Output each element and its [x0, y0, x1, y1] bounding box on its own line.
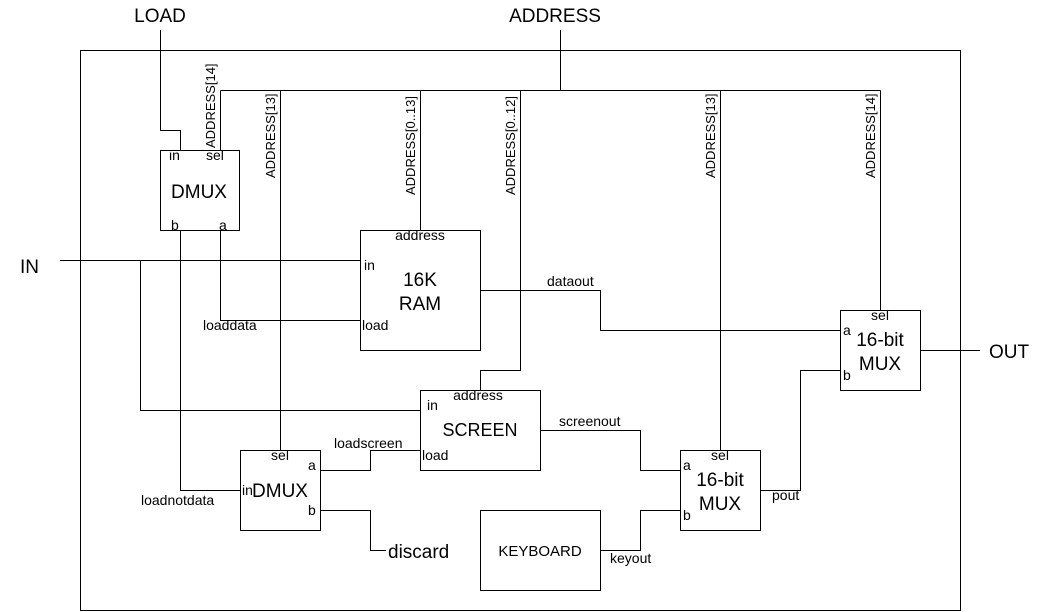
addr-mux-right-sel-label: ADDRESS[14] [863, 93, 878, 178]
wire-in-screen [140, 260, 420, 411]
ram-in-port: in [364, 257, 375, 273]
dmux-top-box [160, 150, 240, 231]
addr-ram-label: ADDRESS[0..13] [403, 96, 418, 195]
mux-right-sel-port: sel [871, 307, 889, 323]
loadnotdata-label: loadnotdata [141, 492, 214, 508]
ram-box [360, 230, 481, 351]
mux-mid-chip: 16-bit MUX sel a b [680, 447, 761, 531]
wire-addr-screen [480, 90, 521, 390]
dmux-top-a-port: a [219, 217, 227, 233]
screen-load-port: load [422, 447, 448, 463]
addr-dmux-top-sel-label: ADDRESS[14] [203, 63, 218, 148]
mux-right-chip: 16-bit MUX sel a b [840, 307, 921, 391]
wire-loaddata [220, 230, 360, 321]
dmux-bottom-b-port: b [308, 502, 316, 518]
wire-pout [760, 370, 840, 491]
dmux-bottom-box [240, 450, 321, 531]
mux-right-title-line1: 16-bit [856, 330, 904, 351]
discard-label: discard [388, 542, 449, 563]
mux-mid-sel-port: sel [711, 447, 729, 463]
ram-chip: 16K RAM address in load [360, 227, 481, 351]
pout-label: pout [772, 487, 799, 503]
mux-mid-title-line2: MUX [699, 494, 742, 515]
wire-keyout [600, 510, 680, 551]
mux-mid-title-line1: 16-bit [696, 470, 744, 491]
loaddata-label: loaddata [203, 317, 257, 333]
dmux-top-chip: DMUX in sel b a [160, 147, 240, 233]
wire-load [160, 30, 181, 150]
mux-right-title-line2: MUX [859, 354, 902, 375]
wire-loadscreen [320, 450, 420, 471]
addr-screen-label: ADDRESS[0..12] [503, 96, 518, 195]
screen-address-port: address [453, 387, 503, 403]
screen-title: SCREEN [442, 420, 517, 440]
mux-mid-a-port: a [683, 457, 691, 473]
mux-right-box [840, 310, 921, 391]
keyboard-box [480, 510, 601, 591]
ram-address-port: address [395, 227, 445, 243]
mux-right-b-port: b [843, 367, 851, 383]
wire-discard [320, 510, 386, 551]
screen-box [420, 390, 541, 471]
in-signal-label: IN [20, 257, 39, 278]
wire-screenout [540, 430, 680, 471]
dmux-top-sel-port: sel [206, 147, 224, 163]
ram-title-line1: 16K [403, 270, 437, 291]
mux-mid-box [680, 450, 761, 531]
keyout-label: keyout [610, 550, 651, 566]
load-signal-label: LOAD [134, 6, 186, 27]
wire-dataout [480, 290, 840, 331]
dataout-label: dataout [547, 273, 594, 289]
memory-chip-frame [80, 50, 961, 611]
dmux-bottom-in-port: in [242, 482, 253, 498]
addr-dmux-bottom-sel-label: ADDRESS[13] [263, 93, 278, 178]
screen-in-port: in [427, 397, 438, 413]
dmux-bottom-sel-port: sel [271, 447, 289, 463]
dmux-bottom-title: DMUX [252, 481, 308, 502]
screen-chip: SCREEN address in load [420, 387, 541, 471]
mux-mid-b-port: b [683, 507, 691, 523]
wire-loadnotdata [180, 230, 240, 491]
out-signal-label: OUT [989, 342, 1030, 363]
keyboard-title: KEYBOARD [498, 543, 582, 560]
ram-title-line2: RAM [399, 294, 441, 315]
keyboard-chip: KEYBOARD [480, 510, 601, 591]
dmux-top-b-port: b [171, 217, 179, 233]
mux-right-a-port: a [843, 322, 851, 338]
dmux-top-title: DMUX [171, 182, 227, 203]
dmux-bottom-a-port: a [308, 457, 316, 473]
addr-mux-mid-sel-label: ADDRESS[13] [703, 93, 718, 178]
ram-load-port: load [362, 317, 388, 333]
dmux-bottom-chip: DMUX in sel a b [240, 447, 321, 531]
screenout-label: screenout [559, 413, 621, 429]
loadscreen-label: loadscreen [334, 435, 403, 451]
address-signal-label: ADDRESS [509, 6, 601, 27]
dmux-top-in-port: in [169, 147, 180, 163]
